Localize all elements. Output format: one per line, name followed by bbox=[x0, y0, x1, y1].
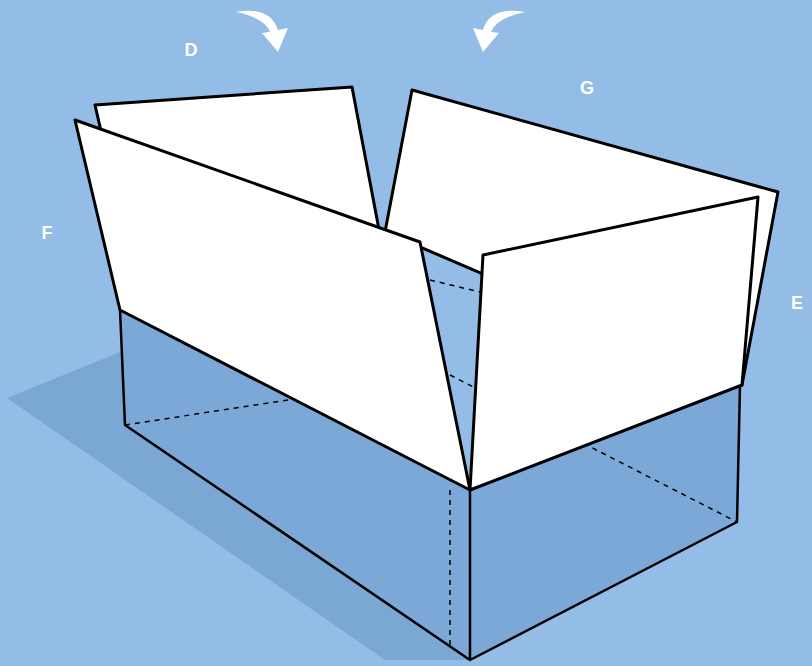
flap-label: E bbox=[791, 294, 803, 312]
flap-label: F bbox=[42, 224, 53, 242]
fold-arrows bbox=[236, 11, 525, 52]
fold-arrow bbox=[236, 11, 288, 52]
flap-label: G bbox=[580, 79, 594, 97]
flap-label: D bbox=[185, 41, 198, 59]
flap-f bbox=[75, 120, 470, 490]
flap-e bbox=[470, 197, 758, 490]
fold-arrow bbox=[473, 11, 525, 52]
